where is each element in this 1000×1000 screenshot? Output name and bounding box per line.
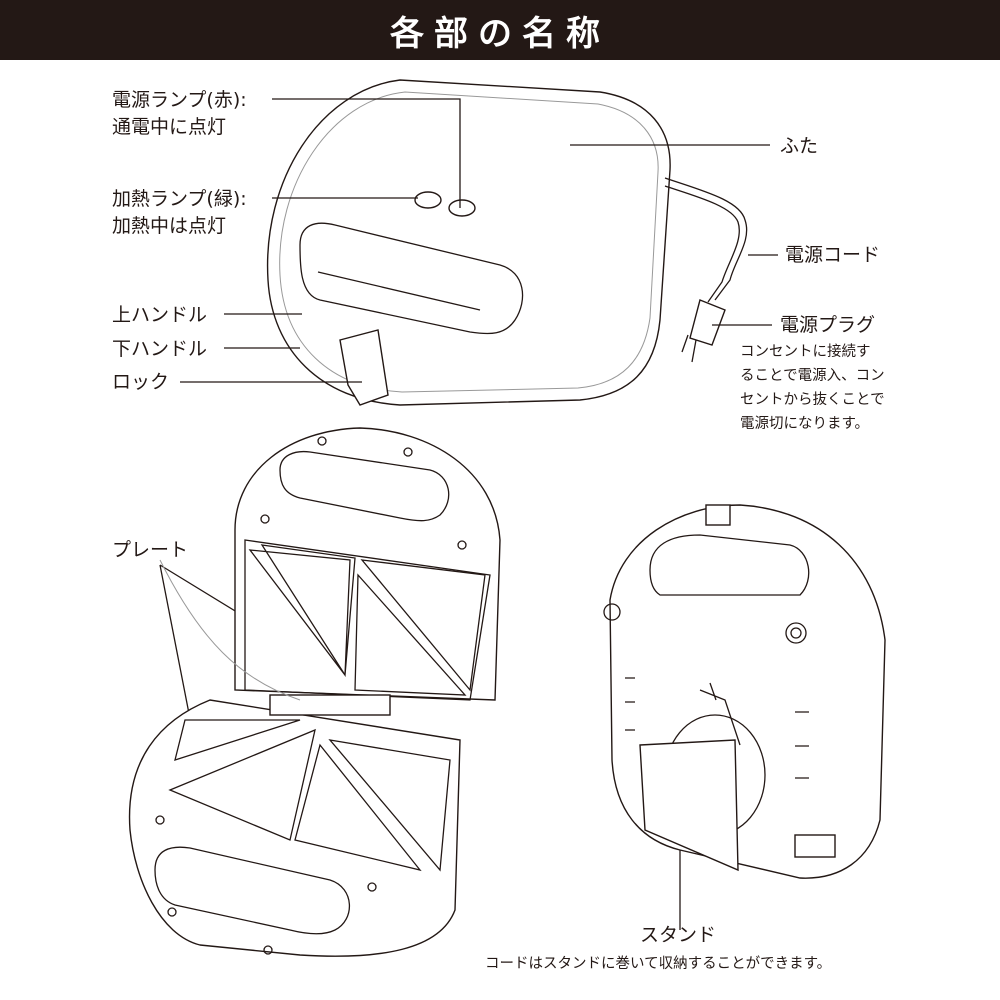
lower-handle-label: 下ハンドル — [112, 338, 208, 360]
power-lamp-label: 電源ランプ(赤): — [112, 89, 247, 111]
open-sandwich-maker — [128, 427, 501, 957]
power-lamp-description: 通電中に点灯 — [112, 116, 227, 138]
lid-label: ふた — [780, 135, 819, 157]
plug-desc-line: セントから抜くことで — [740, 392, 885, 408]
plug-desc-line: 電源切になります。 — [740, 416, 870, 432]
back-view-sandwich-maker — [603, 504, 886, 879]
plate-label: プレート — [112, 539, 189, 561]
lock-label: ロック — [112, 371, 170, 393]
plug-desc-line: ることで電源入、コン — [740, 368, 885, 384]
stand-label: スタンド — [640, 924, 717, 946]
heat-lamp-description: 加熱中は点灯 — [112, 215, 227, 237]
stand-description: コードはスタンドに巻いて収納することができます。 — [485, 956, 832, 972]
upper-handle-label: 上ハンドル — [112, 304, 208, 326]
page-title: 各部の名称 — [390, 13, 610, 54]
power-plug-label: 電源プラグ — [780, 314, 876, 336]
plug-desc-line: コンセントに接続す — [740, 344, 871, 360]
power-plug-description: コンセントに接続す ることで電源入、コン セントから抜くことで 電源切になります… — [740, 340, 885, 436]
closed-sandwich-maker — [266, 79, 748, 406]
leader-lines — [159, 98, 778, 930]
power-cord-label: 電源コード — [785, 244, 881, 266]
heat-lamp-label: 加熱ランプ(緑): — [112, 188, 247, 210]
header-bar: 各部の名称 — [0, 0, 1000, 60]
